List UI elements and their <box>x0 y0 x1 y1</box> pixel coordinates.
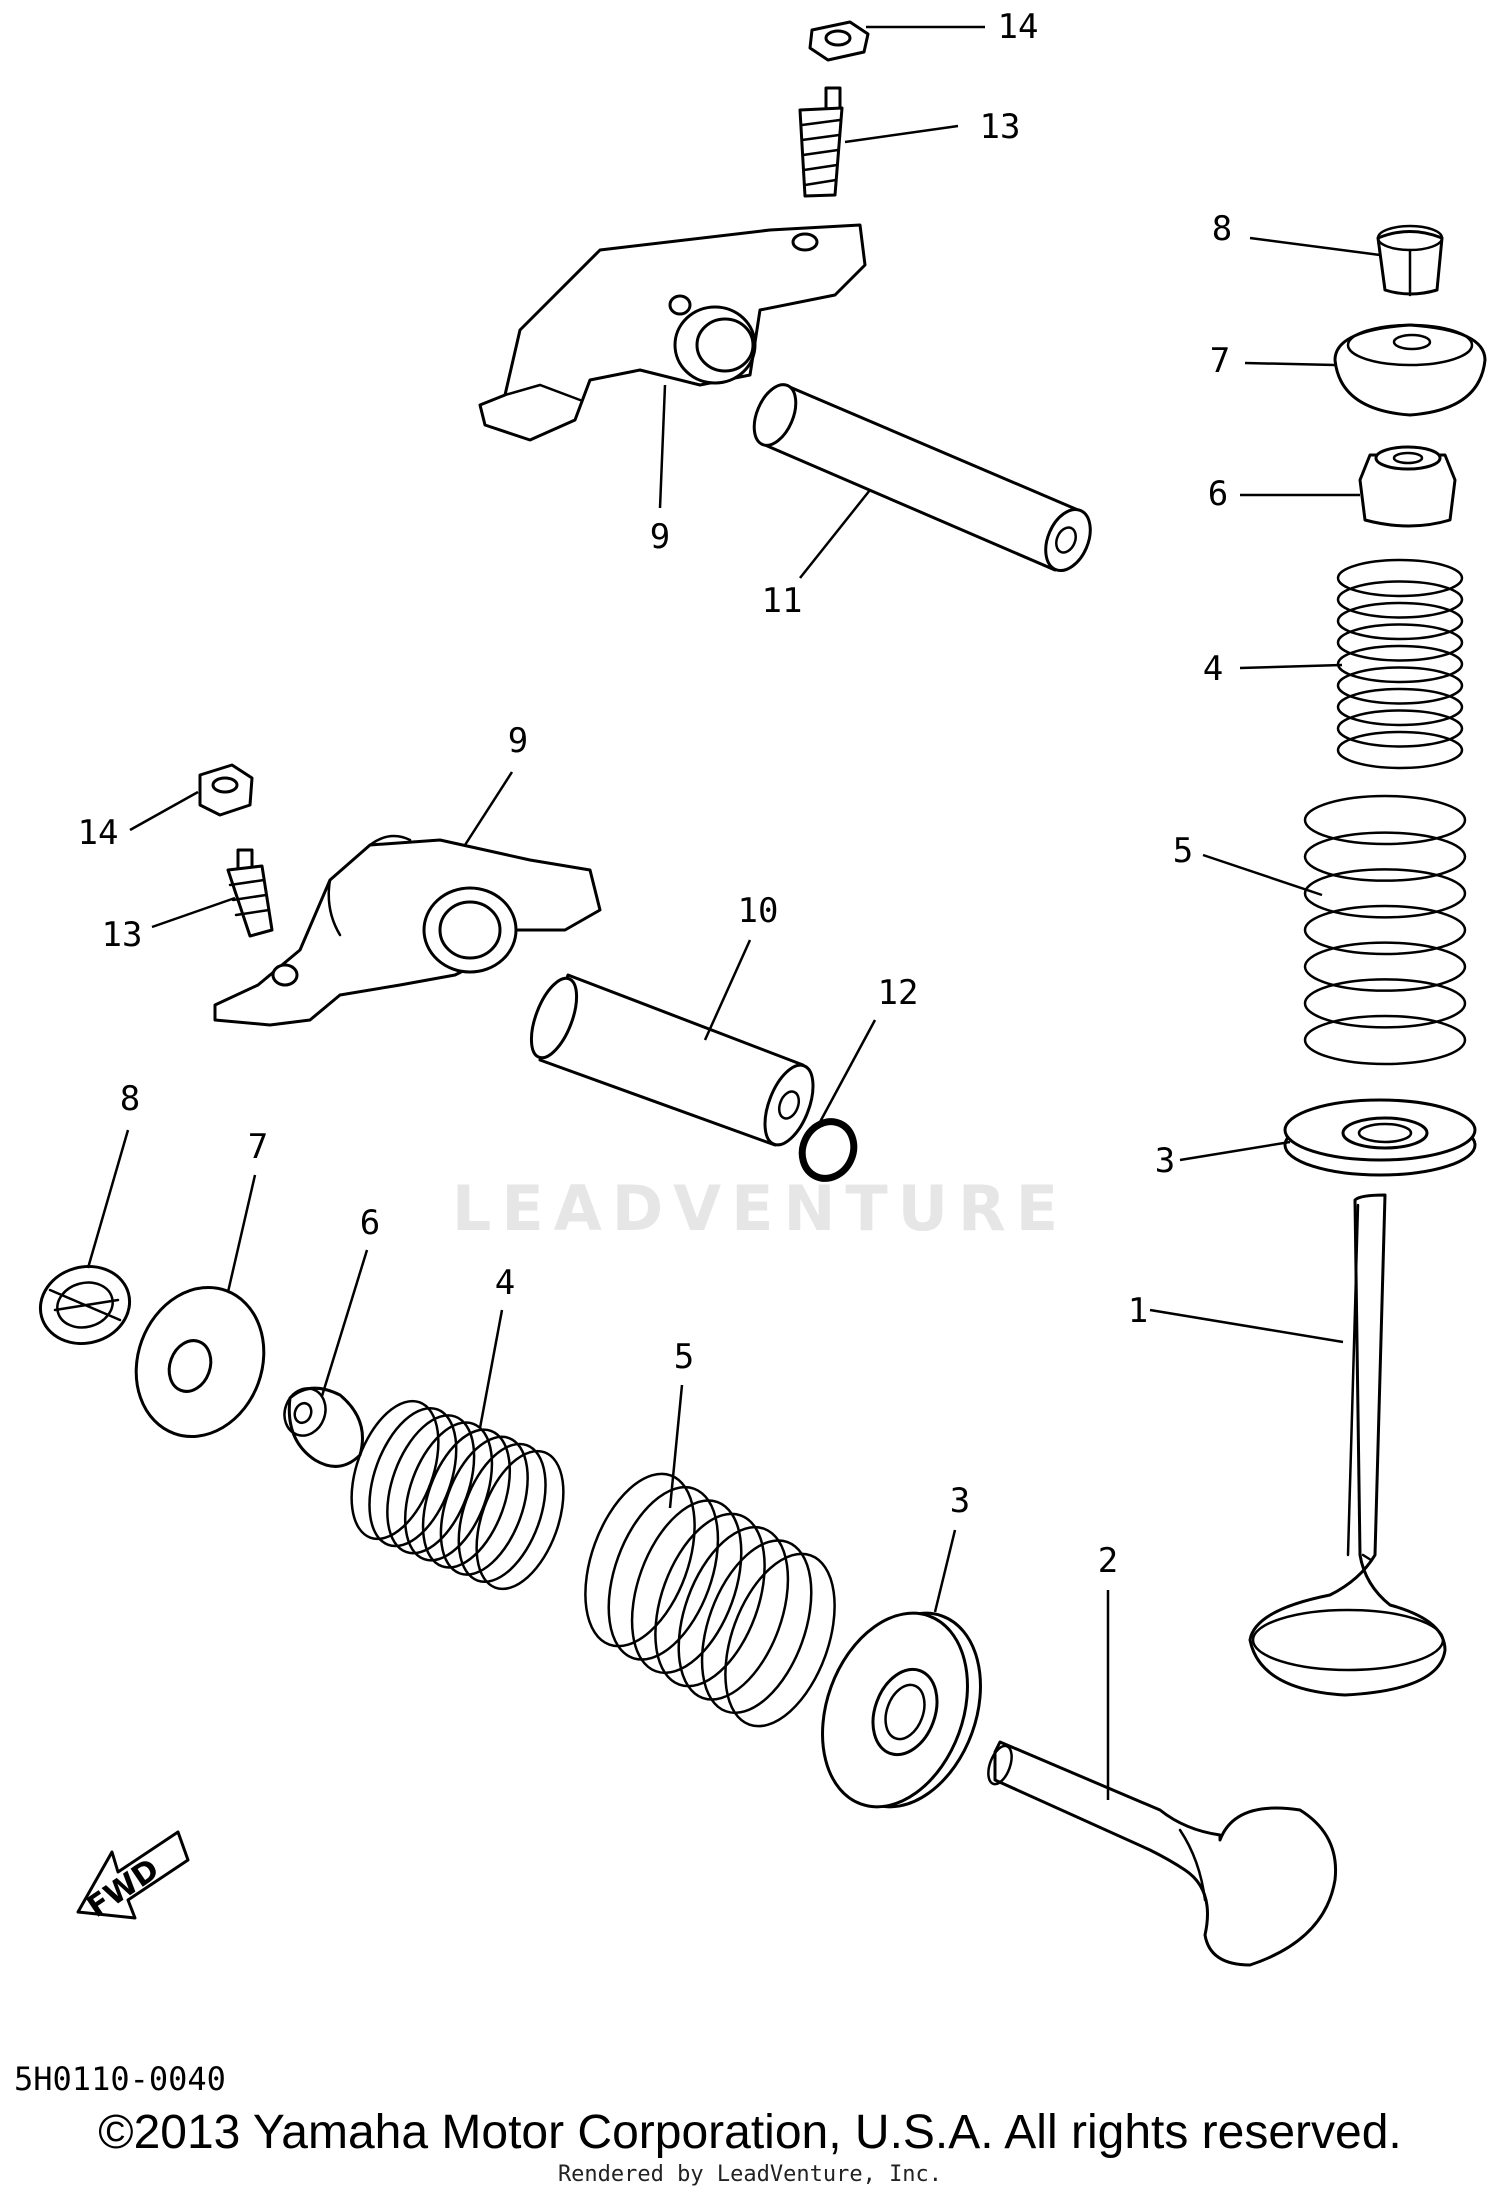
callout-14-upper: 14 <box>998 7 1039 47</box>
leader-lines <box>86 25 1381 1800</box>
callout-2: 2 <box>1098 1541 1118 1581</box>
diagram-code: 5H0110-0040 <box>14 2060 226 2098</box>
part-14-nut-upper <box>808 20 870 62</box>
callout-13-upper: 13 <box>980 107 1021 147</box>
callout-8-right: 8 <box>1212 209 1232 249</box>
rendered-by-note: Rendered by LeadVenture, Inc. <box>557 2162 943 2187</box>
part-5-valve-spring-outer-lower <box>584 1472 836 1728</box>
callout-labels: 14 13 8 7 9 6 11 4 9 14 5 13 10 12 8 3 7… <box>78 7 1233 1581</box>
part-4-valve-spring-inner-right <box>1336 558 1464 770</box>
callout-1: 1 <box>1128 1291 1148 1331</box>
part-9-rocker-arm-lower <box>213 834 602 1027</box>
part-14-nut-lower <box>198 763 254 817</box>
callout-13-lower: 13 <box>102 915 143 955</box>
callout-5-lower: 5 <box>674 1337 694 1377</box>
callout-12: 12 <box>878 973 919 1013</box>
part-9-rocker-arm-upper <box>478 223 867 442</box>
callout-8-lower: 8 <box>120 1079 140 1119</box>
fwd-arrow-icon: FWD <box>76 1830 190 1925</box>
callout-7-right: 7 <box>1210 341 1230 381</box>
part-7-spring-retainer-lower <box>134 1286 266 1438</box>
callout-14-lower: 14 <box>78 813 119 853</box>
callout-6-right: 6 <box>1208 474 1228 514</box>
callout-10: 10 <box>738 891 779 931</box>
callout-9-upper: 9 <box>650 517 670 557</box>
part-3-spring-seat-right <box>1283 1098 1477 1177</box>
part-3-spring-seat-lower <box>821 1611 982 1809</box>
part-6-oil-seal-right <box>1358 445 1457 528</box>
part-11-rocker-shaft-upper <box>752 383 1092 572</box>
part-7-spring-retainer-right <box>1333 323 1487 417</box>
callout-11: 11 <box>762 581 803 621</box>
callout-9-lower: 9 <box>508 721 528 761</box>
part-6-oil-seal-lower <box>283 1386 364 1468</box>
part-8-valve-cotter-lower <box>38 1264 132 1346</box>
copyright-notice: ©2013 Yamaha Motor Corporation, U.S.A. A… <box>98 2106 1402 2159</box>
part-13-screw-upper <box>798 86 844 198</box>
part-10-rocker-shaft-lower <box>529 973 815 1147</box>
callout-3-right: 3 <box>1155 1141 1175 1181</box>
part-12-o-ring <box>798 1118 858 1182</box>
callout-5-right: 5 <box>1173 831 1193 871</box>
part-1-valve-right <box>1248 1193 1447 1697</box>
callout-4-right: 4 <box>1203 649 1223 689</box>
part-13-screw-lower <box>226 848 274 938</box>
watermark-text: LEADVENTURE <box>452 1172 1068 1245</box>
part-2-valve-lower <box>987 1740 1338 1967</box>
part-8-valve-cotter-right <box>1376 224 1444 297</box>
callout-3-lower: 3 <box>950 1481 970 1521</box>
callout-7-lower: 7 <box>248 1127 268 1167</box>
callout-4-lower: 4 <box>495 1263 515 1303</box>
part-4-valve-spring-inner-lower <box>350 1399 565 1591</box>
part-5-valve-spring-outer-right <box>1303 794 1467 1066</box>
callout-6-lower: 6 <box>360 1203 380 1243</box>
